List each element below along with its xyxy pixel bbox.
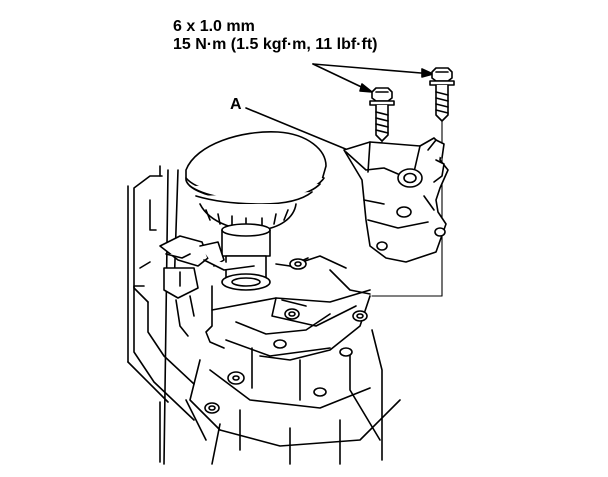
bolt-right — [429, 67, 455, 122]
callout-label-a: A — [230, 96, 242, 113]
case-bolt-bosses — [204, 258, 368, 414]
spec-leader-lines — [312, 63, 434, 93]
case-frame — [127, 169, 195, 465]
bolt-size-spec: 6 x 1.0 mm — [173, 18, 255, 35]
bolt-left — [369, 87, 395, 142]
torque-spec: 15 N·m (1.5 kgf·m, 11 lbf·ft) — [173, 36, 378, 53]
connector-assembly — [159, 235, 255, 337]
shaft — [221, 223, 271, 291]
bracket-a — [343, 137, 449, 263]
dome-housing — [185, 131, 327, 232]
callout-a-leader — [245, 107, 349, 151]
